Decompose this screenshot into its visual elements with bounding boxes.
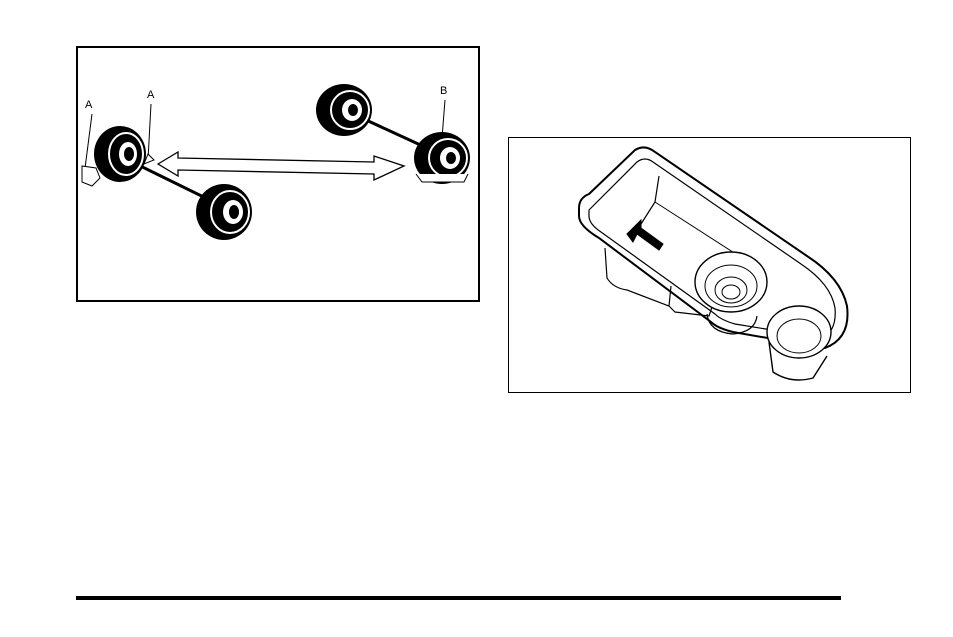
- callout-a-left: A: [85, 100, 92, 111]
- tire-lower: [196, 184, 252, 240]
- tire-left: [94, 126, 146, 182]
- tire-upper: [316, 84, 372, 136]
- callout-b: B: [440, 86, 447, 97]
- tire-rotation-figure: A A B: [76, 46, 480, 302]
- tire-right: [414, 132, 470, 184]
- double-arrow-icon: [158, 152, 404, 180]
- page-footer-rule: [76, 596, 841, 600]
- tire-rotation-illustration: [78, 48, 478, 300]
- callout-a-right: A: [147, 90, 154, 101]
- console-tray-figure: [508, 137, 911, 393]
- console-tray-illustration: [509, 138, 909, 391]
